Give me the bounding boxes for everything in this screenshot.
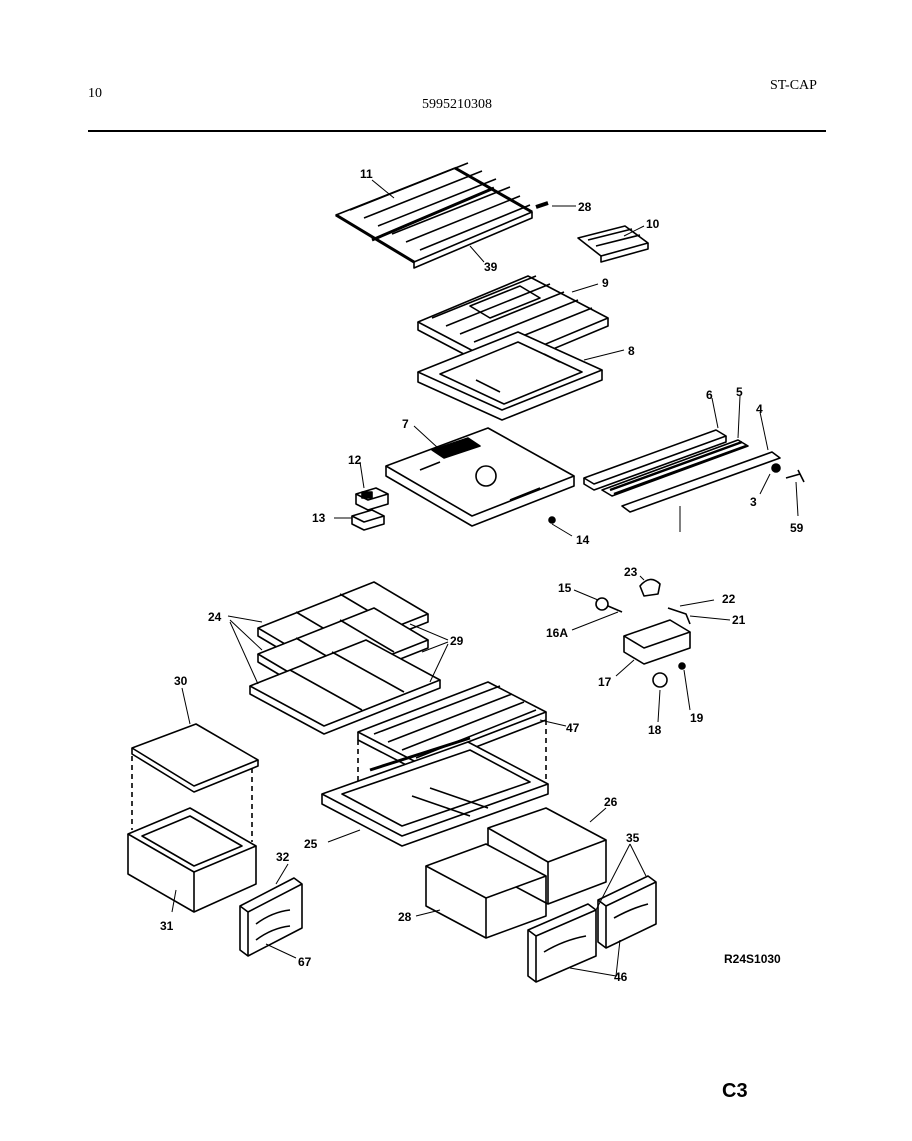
crisper-front-left-part-46 [527,903,597,983]
glass-shelf-lower [249,639,441,735]
callout-9: 9 [602,276,609,290]
callout-21: 21 [732,613,746,627]
rail-part-4 [621,451,781,513]
control-knob-part-23 [639,578,661,597]
part-18 [652,672,668,688]
callout-47: 47 [566,721,580,735]
callout-59: 59 [790,521,804,535]
callout-46: 46 [614,970,628,984]
callout-67: 67 [298,955,312,969]
screw-part-59 [785,469,805,483]
control-part-15 [595,597,623,613]
callout-35: 35 [626,831,640,845]
rail-part-6 [583,429,727,491]
page-code: C3 [722,1080,748,1102]
crisper-frame-part-25 [321,736,549,847]
meat-pan-part-31 [127,807,257,913]
callout-4: 4 [756,402,763,416]
hinge-part-13 [351,509,385,531]
callout-15: 15 [558,581,572,595]
section-code: ST-CAP [770,78,817,93]
crisper-drawer-part-28 [425,843,547,939]
leader-lines [171,179,799,977]
page-number: 10 [88,86,102,101]
callout-16a: 16A [546,626,568,640]
wire-shelf-part-11 [335,162,533,269]
pan-cover-part-30 [131,723,259,842]
callout-39: 39 [484,260,498,274]
crisper-front-right-part-35 [597,875,657,949]
callout-7: 7 [402,417,409,431]
callout-23: 23 [624,565,638,579]
callout-11: 11 [360,167,373,181]
callout-8: 8 [628,344,635,358]
control-housing-part-17 [623,607,691,665]
header-rule [88,130,826,132]
callout-5: 5 [736,385,743,399]
callout-18: 18 [648,723,662,737]
callout-30: 30 [174,674,188,688]
callout-17: 17 [598,675,612,689]
callout-labels: 11 28 10 39 9 8 6 5 4 7 12 13 3 59 14 23… [160,167,804,984]
part-19 [678,662,686,670]
tray-part-8 [417,331,603,421]
freezer-floor-part-7 [385,427,575,527]
callout-32: 32 [276,850,290,864]
clip-part-28 [535,201,549,209]
callout-31: 31 [160,919,174,933]
callout-13: 13 [312,511,326,525]
callout-12: 12 [348,453,362,467]
callout-25: 25 [304,837,318,851]
ice-tray-part-10 [577,225,649,263]
pan-front-part-67 [239,877,303,957]
callout-6: 6 [706,388,713,402]
callout-28-lower: 28 [398,910,412,924]
callout-26: 26 [604,795,618,809]
callout-28-upper: 28 [578,200,592,214]
part-number: 5995210308 [422,97,492,112]
plug-part-14 [548,516,556,524]
callout-10: 10 [646,217,660,231]
callout-29: 29 [450,634,464,648]
callout-14: 14 [576,533,590,547]
callout-19: 19 [690,711,704,725]
callout-3: 3 [750,495,757,509]
callout-24: 24 [208,610,222,624]
screw-part-3 [771,463,781,473]
rail-part-5 [601,439,749,497]
hinge-part-12 [355,487,389,511]
callout-22: 22 [722,592,736,606]
drawing-code: R24S1030 [724,952,781,966]
